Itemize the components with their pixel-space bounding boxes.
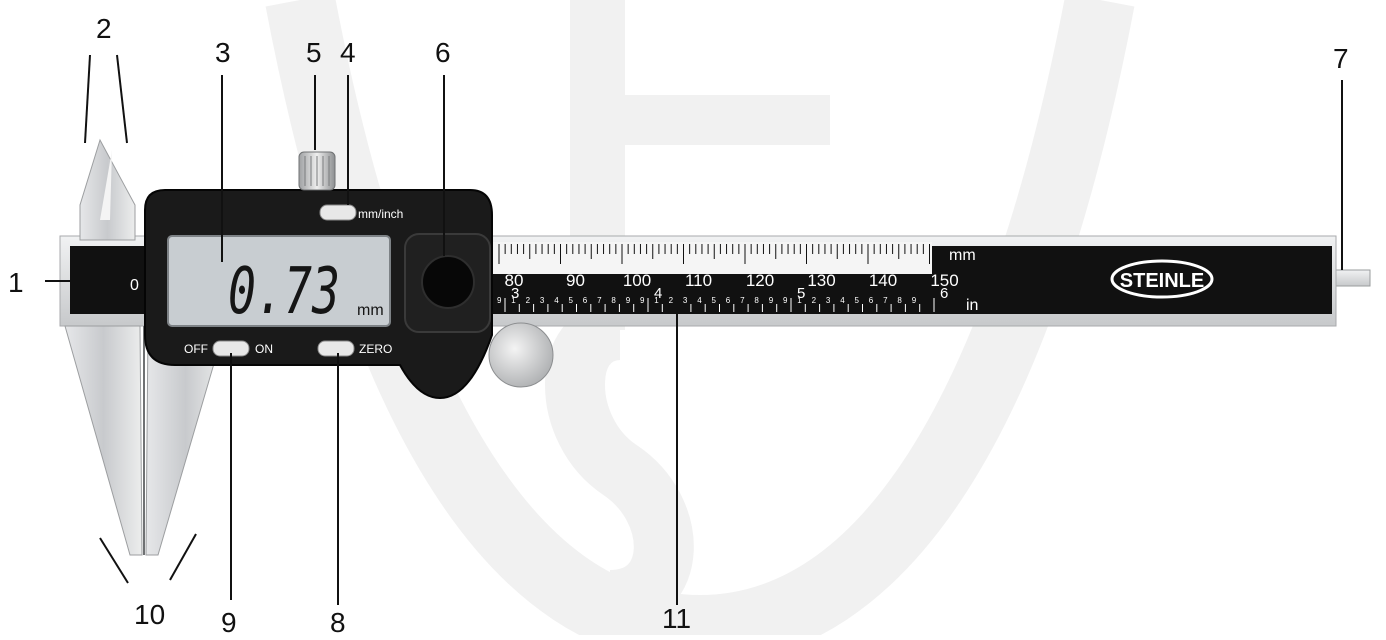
mm-tick-label: 140 [869, 271, 897, 290]
inch-minor-label: 9 [783, 296, 788, 305]
mm-tick-label: 150 [930, 271, 958, 290]
inch-minor-label: 5 [855, 296, 860, 305]
inch-scale-ticks [504, 298, 935, 312]
inch-minor-label: 3 [826, 296, 831, 305]
inch-minor-label: 6 [583, 296, 588, 305]
locking-screw[interactable] [298, 151, 336, 191]
inside-measuring-jaws [79, 138, 136, 241]
mm-tick-label: 90 [566, 271, 585, 290]
outside-measuring-jaws [64, 325, 226, 556]
inch-minor-label: 1 [511, 296, 516, 305]
inch-unit-label: in [966, 297, 978, 314]
mm-tick-label: 80 [505, 271, 524, 290]
mm-inch-label: mm/inch [358, 207, 403, 221]
lcd-display [167, 235, 391, 327]
mm-tick-label: 110 [685, 271, 712, 290]
callout-3: 3 [215, 37, 231, 68]
inch-minor-label: 9 [769, 296, 774, 305]
scale-zero-mark: 0 [130, 277, 139, 294]
mm-scale-labels: 80 90 100 110 120 130 140 150 [505, 271, 959, 290]
inch-minor-label: 2 [812, 296, 817, 305]
inch-minor-label: 3 [683, 296, 688, 305]
inch-minor-label: 4 [554, 296, 559, 305]
inch-major-label: 6 [940, 285, 948, 302]
inch-major-label: 5 [797, 285, 805, 302]
mm-unit-label: mm [949, 247, 976, 264]
callout-10: 10 [134, 599, 165, 630]
lcd-reading: 0.73 [228, 255, 340, 329]
inch-major-label: 4 [654, 285, 662, 302]
brand-logo [1110, 259, 1214, 299]
mm-tick-label: 120 [746, 271, 774, 290]
callout-leader-lines [45, 54, 1343, 605]
inch-minor-label: 2 [526, 296, 531, 305]
inch-minor-label: 8 [897, 296, 902, 305]
mm-tick-label: 130 [807, 271, 835, 290]
callout-1: 1 [8, 267, 24, 298]
inch-minor-label: 9 [497, 296, 502, 305]
inch-minor-label: 8 [611, 296, 616, 305]
callout-8: 8 [330, 607, 346, 635]
inch-minor-label: 9 [626, 296, 631, 305]
inch-minor-label: 1 [797, 296, 802, 305]
inch-minor-label: 1 [654, 296, 659, 305]
mm-tick-label: 100 [623, 271, 651, 290]
callout-11: 11 [662, 603, 691, 634]
mm-scale-strip [492, 242, 932, 274]
lcd-unit: mm [357, 302, 384, 319]
inch-minor-label: 3 [540, 296, 545, 305]
on-label: ON [255, 342, 273, 356]
data-output-port [404, 233, 491, 333]
thumb-wheel[interactable] [488, 322, 554, 388]
inch-minor-label: 4 [697, 296, 702, 305]
inch-minor-label: 2 [669, 296, 674, 305]
callout-4: 4 [340, 37, 356, 68]
callout-2: 2 [96, 13, 112, 44]
inch-minor-label: 9 [912, 296, 917, 305]
mm-scale-ticks [498, 244, 930, 264]
inch-minor-label: 6 [726, 296, 731, 305]
zero-label: ZERO [359, 342, 392, 356]
mm-inch-button[interactable] [319, 204, 357, 221]
inch-minor-label: 7 [740, 296, 745, 305]
inch-minor-label: 8 [754, 296, 759, 305]
inch-minor-label: 5 [712, 296, 717, 305]
inch-minor-label: 5 [569, 296, 574, 305]
callout-9: 9 [221, 607, 237, 635]
watermark-bar-2 [570, 95, 830, 145]
inch-minor-label: 9 [640, 296, 645, 305]
zero-button[interactable] [317, 340, 355, 357]
inch-minor-label: 7 [883, 296, 888, 305]
inch-minor-label: 6 [869, 296, 874, 305]
inch-minor-label: 7 [597, 296, 602, 305]
callout-5: 5 [306, 37, 322, 68]
inch-minor-label: 4 [840, 296, 845, 305]
callout-6: 6 [435, 37, 451, 68]
inch-major-label: 3 [511, 285, 519, 302]
callout-7: 7 [1333, 43, 1349, 74]
off-label: OFF [184, 342, 208, 356]
brand-name: STEINLE [1120, 270, 1204, 292]
